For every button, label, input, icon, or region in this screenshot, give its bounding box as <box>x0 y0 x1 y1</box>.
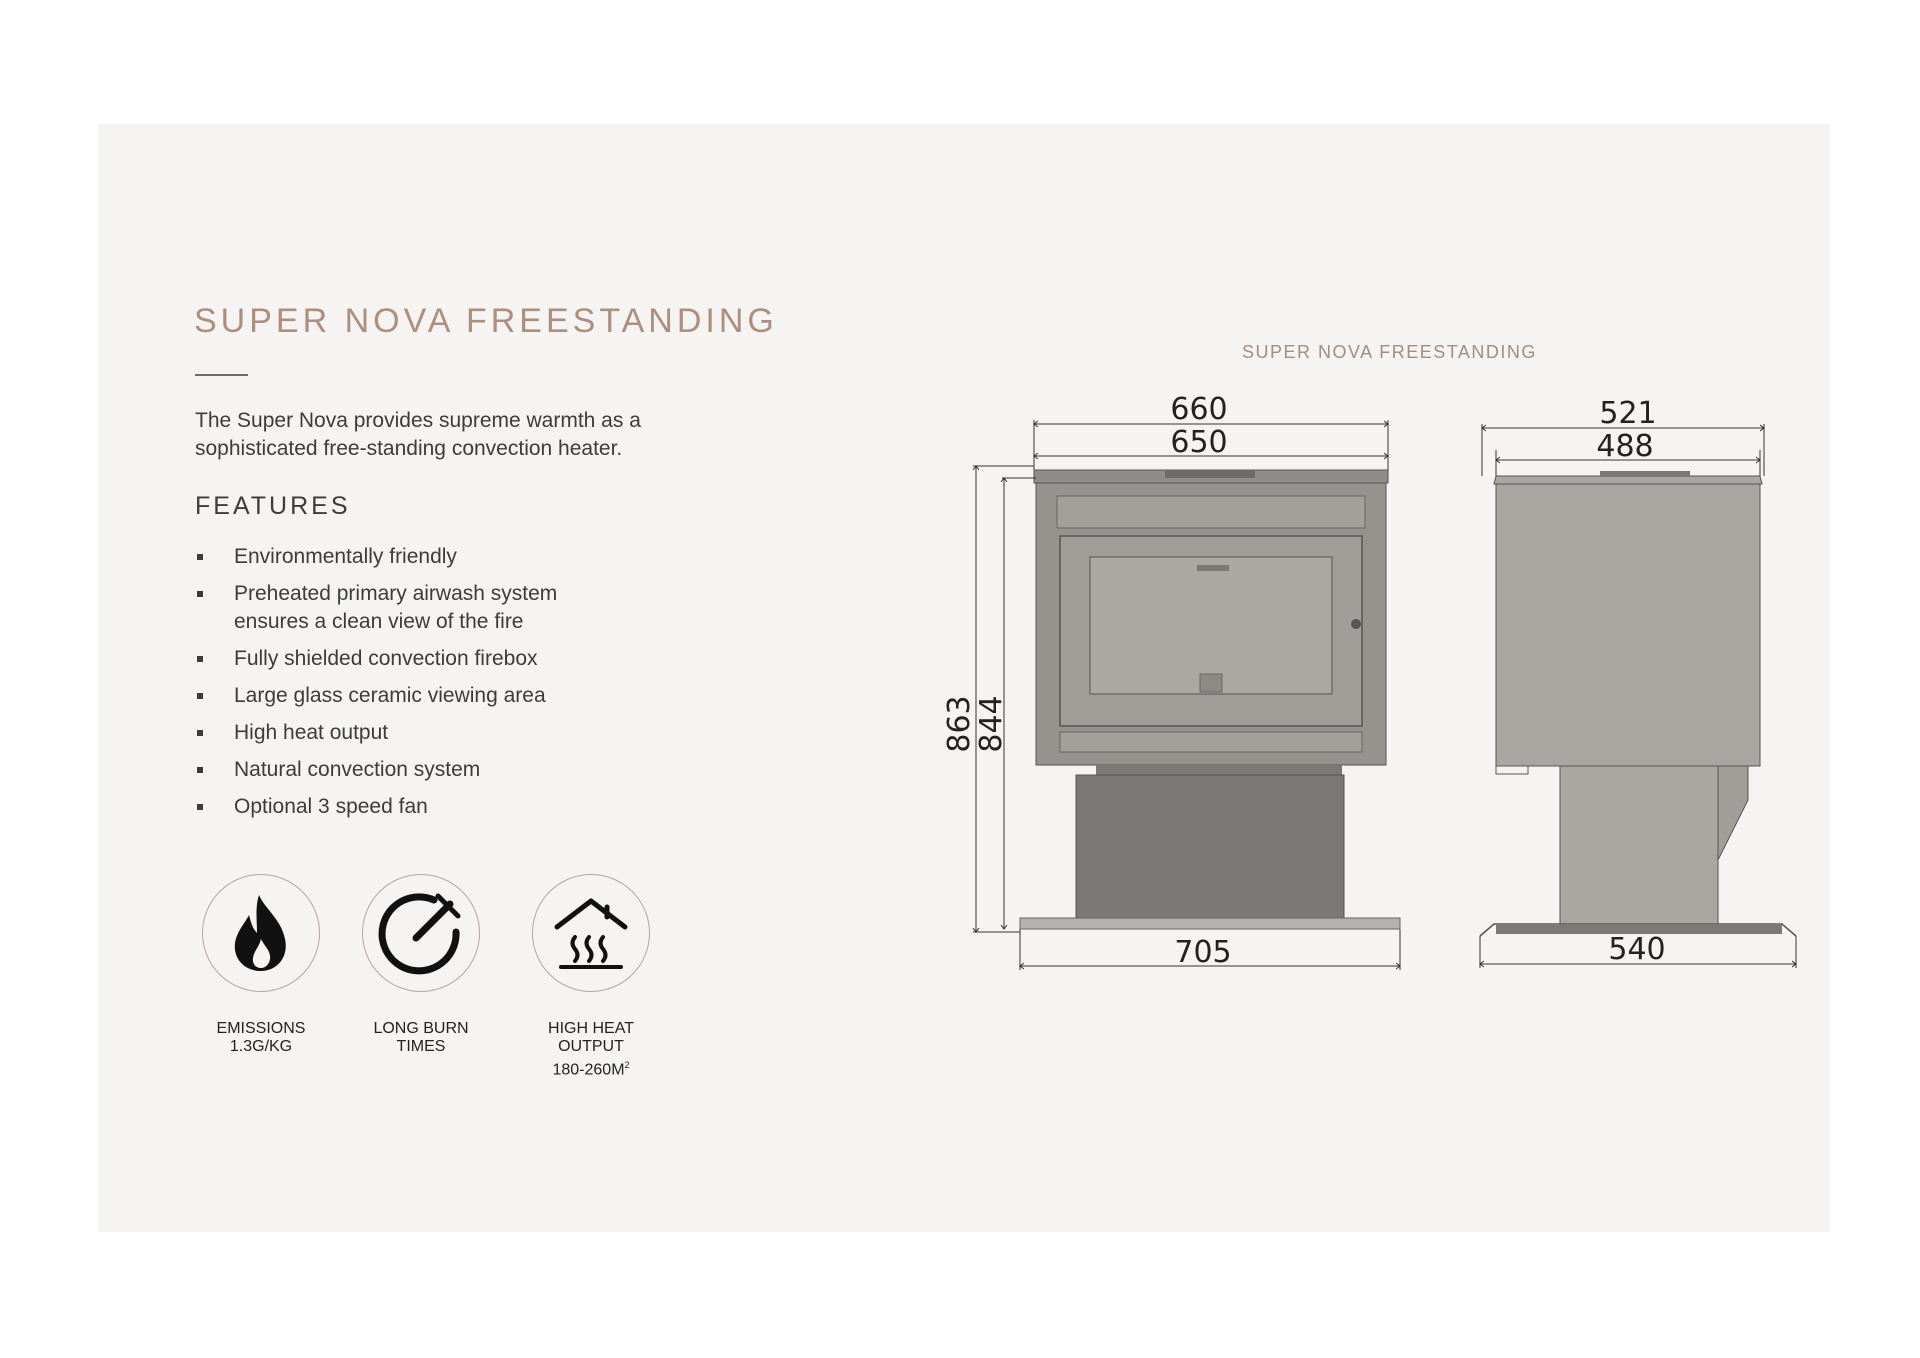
dim-height-body: 844 <box>974 695 1009 752</box>
side-dimensions <box>1480 424 1796 968</box>
drawing-title: SUPER NOVA FREESTANDING <box>1242 342 1537 362</box>
dim-side-base-depth: 540 <box>1608 932 1665 967</box>
feature-item-line: Fully shielded convection firebox <box>234 647 538 670</box>
flame-icon <box>234 895 286 971</box>
badge-circle <box>202 874 320 992</box>
front-dimensions <box>973 420 1400 970</box>
badge-label: HIGH HEAT OUTPUT 180-260m2 <box>548 1020 634 1079</box>
front-view <box>1019 469 1401 930</box>
feature-item-line: ensures a clean view of the fire <box>234 610 524 633</box>
feature-item-line: High heat output <box>234 721 389 744</box>
house-heat-icon <box>554 898 628 969</box>
dim-side-depth-outer: 521 <box>1599 396 1656 431</box>
badge-label: EMISSIONS 1.3g/kg <box>216 1020 306 1055</box>
feature-item-line: Environmentally friendly <box>234 545 457 568</box>
feature-item-line: Large glass ceramic viewing area <box>234 684 546 707</box>
badge-emissions: EMISSIONS 1.3g/kg <box>176 874 346 1056</box>
product-title: SUPER NOVA FREESTANDING <box>194 302 778 340</box>
dim-front-width-outer: 660 <box>1170 392 1227 427</box>
feature-item: Fully shielded convection firebox <box>195 645 795 673</box>
side-view <box>1479 471 1797 937</box>
badge-heat-output: HIGH HEAT OUTPUT 180-260m2 <box>506 874 676 1079</box>
badge-circle <box>362 874 480 992</box>
product-intro: The Super Nova provides supreme warmth a… <box>195 409 641 460</box>
dim-side-depth-inner: 488 <box>1596 429 1653 464</box>
feature-item-line: Natural convection system <box>234 758 481 781</box>
feature-item: Optional 3 speed fan <box>195 793 795 821</box>
feature-item: High heat output <box>195 719 795 747</box>
dim-height-total: 863 <box>942 695 977 752</box>
feature-item-line: Preheated primary airwash system <box>234 582 558 605</box>
title-divider <box>195 374 248 376</box>
gauge-icon <box>378 893 461 975</box>
badge-long-burn: LONG BURN TIMES <box>336 874 506 1056</box>
badge-label: LONG BURN TIMES <box>373 1020 469 1055</box>
feature-item: Preheated primary airwash system ensures … <box>195 580 795 636</box>
feature-item: Natural convection system <box>195 756 795 784</box>
features-heading: FEATURES <box>195 492 351 520</box>
badge-circle <box>532 874 650 992</box>
feature-item-line: Optional 3 speed fan <box>234 795 428 818</box>
feature-item: Large glass ceramic viewing area <box>195 682 795 710</box>
dim-front-base-width: 705 <box>1174 935 1231 970</box>
feature-item: Environmentally friendly <box>195 543 795 571</box>
dim-front-width-inner: 650 <box>1170 425 1227 460</box>
